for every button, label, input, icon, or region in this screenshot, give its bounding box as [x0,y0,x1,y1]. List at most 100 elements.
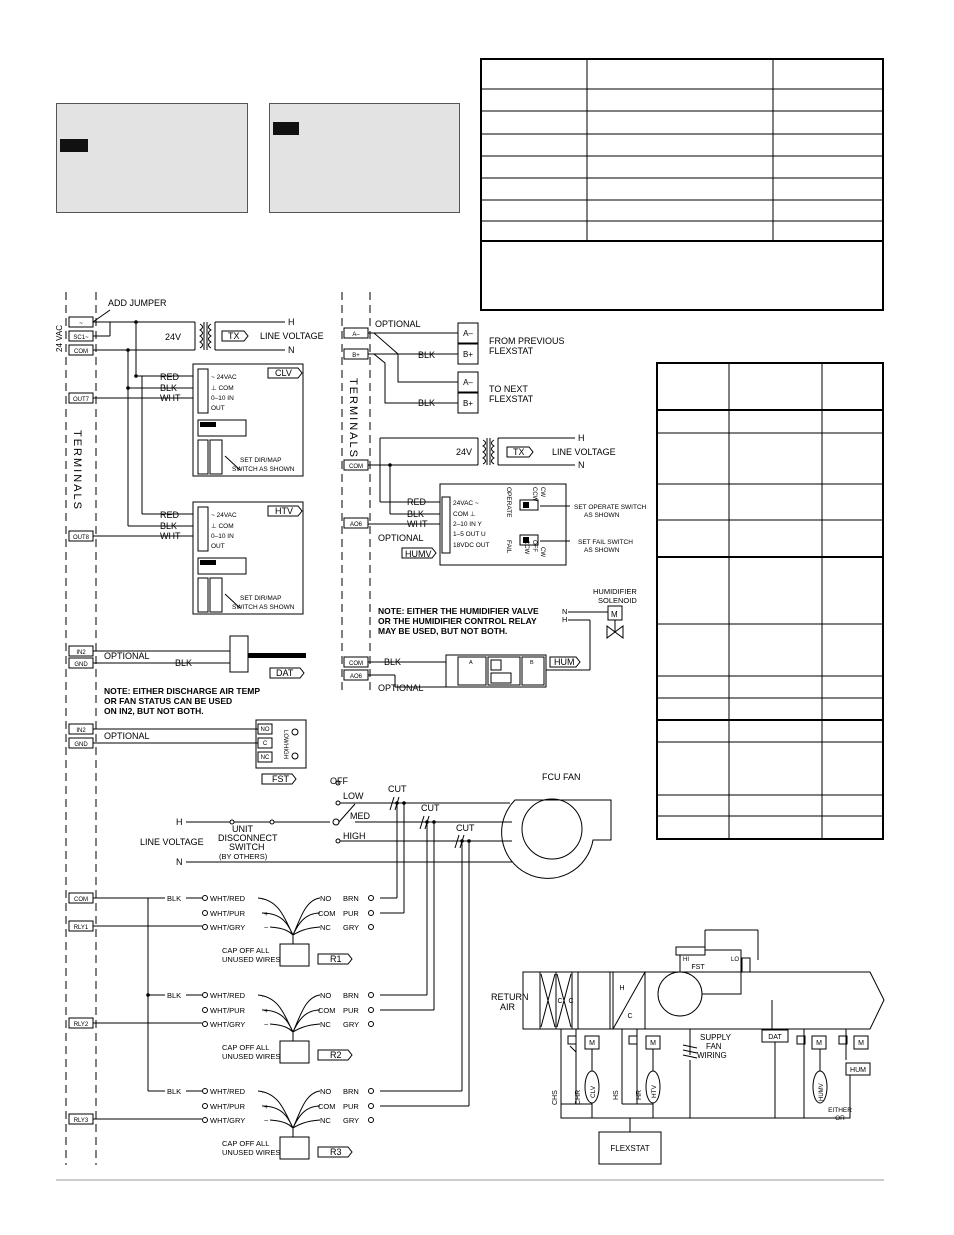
r2-c1: PUR [343,1006,359,1015]
fan-cut-1: CUT [388,784,407,794]
dat-wire: BLK [175,658,192,668]
fst-pin-2: NC [261,755,270,761]
term-l-11: RLY2 [74,1022,89,1028]
r1-r0: NO [320,894,331,903]
sch-h: H [619,985,624,992]
htv-pin-1: ⊥ COM [211,523,234,530]
r1-c2: GRY [343,923,359,932]
term-l-3: OUT7 [73,397,90,403]
term-r-3: AO6 [350,522,363,528]
fst-pin-1: C [263,741,268,747]
fan-n: N [176,857,183,867]
sch-fst: FST [691,964,705,971]
dat-note1: NOTE: EITHER DISCHARGE AIR TEMP [104,686,260,696]
r1-s0: – [262,894,267,903]
clv-pin-0: ~ 24VAC [211,374,237,381]
term-l-5: IN2 [76,650,86,656]
humv-wire-red: RED [407,497,427,507]
r2-r0: NO [320,991,331,1000]
clv-note1: SET DIR/MAP [240,457,281,464]
sch-hs: HS [613,1090,620,1100]
tx-mid-h: H [578,433,585,443]
humv-off: OFF [531,540,537,552]
humv-pin-0: 24VAC ~ [453,500,479,507]
r2-c0: BRN [343,991,359,1000]
term-r-0: A– [352,332,360,338]
fst-optional: OPTIONAL [104,731,150,741]
sch-c2: C [568,998,573,1005]
sch-dat: DAT [768,1034,782,1041]
r3-c0: BRN [343,1087,359,1096]
tx-top-tag: TX [228,331,240,341]
hum-h: H [562,615,567,624]
term-l-2: COM [74,349,88,355]
tx-mid-24v: 24V [456,447,472,457]
r1-tag: R1 [330,954,342,964]
r2-l2: WHT/GRY [210,1020,245,1029]
clv-wire-wht: WHT [160,393,181,403]
r2-s0: – [262,991,267,1000]
clv-note2: SWITCH AS SHOWN [232,466,295,473]
term-l-10: RLY1 [74,925,89,931]
hum-blk: BLK [384,657,401,667]
clv-pin-2: 0–10 IN [211,395,234,402]
net-to1: TO NEXT [489,384,528,394]
sch-either: EITHER [828,1107,852,1114]
r2-cap2: UNUSED WIRES [222,1052,280,1061]
humv-pin-3: 1–5 OUT U [453,531,486,538]
tx-top-24v: 24V [165,332,181,342]
term-r-5: AO6 [350,674,363,680]
r1-r1: COM [318,909,336,918]
fan-high: HIGH [343,831,366,841]
fst-low: LOW [282,730,288,744]
r1-cap2: UNUSED WIRES [222,955,280,964]
htv-pin-3: OUT [211,543,225,550]
fan-cut-2: CUT [421,803,440,813]
r2-tag: R2 [330,1050,342,1060]
humv-pin-2: 2–10 IN Y [453,521,482,528]
net-blk-1: BLK [418,350,435,360]
fan-disc2: DISCONNECT [218,833,278,843]
r3-c2: GRY [343,1116,359,1125]
humv-note1b: AS SHOWN [584,512,620,519]
net-from2: FLEXSTAT [489,346,534,356]
fst-tag: FST [272,774,290,784]
htv-note1: SET DIR/MAP [240,595,281,602]
r2-c2: GRY [343,1020,359,1029]
htv-wire-red: RED [160,510,180,520]
dat-tag: DAT [276,668,294,678]
r3-r2: NC [320,1116,331,1125]
sch-hum: HUM [850,1067,866,1074]
sch-clv: CLV [590,1085,597,1098]
fan-line-voltage: LINE VOLTAGE [140,837,204,847]
supply-24vac-label: 24 VAC [55,325,64,352]
sch-supply3: WIRING [697,1051,727,1060]
sch-supply2: FAN [706,1042,722,1051]
sch-chs: CHS [552,1090,559,1105]
humv-fail: FAIL [505,540,512,554]
clv-pin-1: ⊥ COM [211,385,234,392]
r2-s2: ~ [264,1020,269,1029]
net-b1: B+ [463,350,473,359]
sch-flexstat: FLEXSTAT [610,1144,649,1153]
r3-cap1: CAP OFF ALL [222,1139,269,1148]
fan-disc3: SWITCH [229,842,265,852]
r1-s2: ~ [264,923,269,932]
r1-r2: NC [320,923,331,932]
r2-s1: + [264,1006,269,1015]
r1-s1: + [264,909,269,918]
r1-c0: BRN [343,894,359,903]
dat-note3: ON IN2, BUT NOT BOTH. [104,706,204,716]
sch-return1: RETURN [491,992,529,1002]
sch-return2: AIR [500,1002,516,1012]
term-l-0: ~ [79,321,83,327]
r1-blk: BLK [167,894,181,903]
tx-top-h: H [288,317,295,327]
tx-top-n: N [288,345,295,355]
sch-or: OR [835,1115,845,1122]
humv-ccw2: CCW [523,540,529,555]
hum-sol2: SOLENOID [598,596,637,605]
fan-title: FCU FAN [542,772,581,782]
fst-high: HIGH [282,744,288,759]
